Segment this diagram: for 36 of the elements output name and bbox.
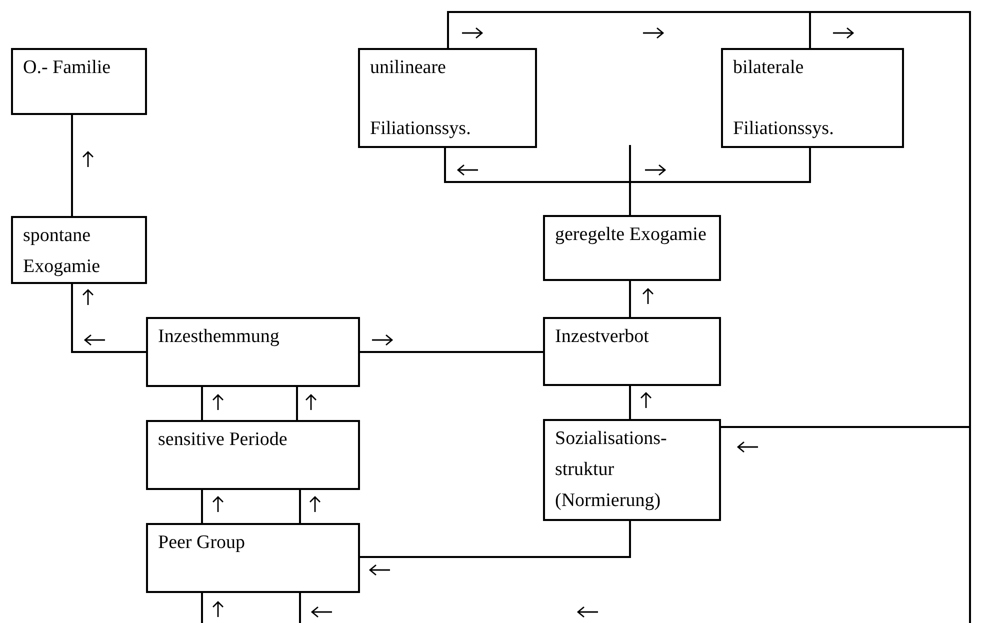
box-label: Peer Group xyxy=(158,531,246,555)
box-label: bilaterale xyxy=(733,56,805,80)
box-label: Inzestverbot xyxy=(555,325,650,349)
connector-line xyxy=(629,144,811,216)
connector-line xyxy=(629,281,631,317)
concept-box xyxy=(146,420,360,490)
box-label: O.- Familie xyxy=(23,56,112,80)
connector-line xyxy=(299,490,301,523)
connector-line xyxy=(721,11,971,428)
concept-box xyxy=(358,48,537,148)
connector-line xyxy=(201,490,203,523)
box-label: Sozialisations- struktur (Normierung) xyxy=(555,427,668,513)
box-label: Inzesthemmung xyxy=(158,325,280,349)
box-label: Filiationssys. xyxy=(733,117,835,141)
connector-line xyxy=(71,115,73,216)
connector-line xyxy=(629,386,631,419)
box-label: Filiationssys. xyxy=(370,117,472,141)
concept-box xyxy=(543,419,721,521)
concept-box xyxy=(11,216,147,284)
connector-line xyxy=(360,351,543,353)
concept-box xyxy=(11,48,147,115)
concept-box xyxy=(543,215,721,281)
concept-box xyxy=(146,523,360,593)
box-label: unilineare xyxy=(370,56,447,80)
connector-line xyxy=(201,387,203,420)
connector-line xyxy=(296,387,298,420)
box-label: geregelte Exogamie xyxy=(555,223,708,247)
box-label: sensitive Periode xyxy=(158,428,288,452)
connector-line xyxy=(71,284,146,353)
box-label: spontane Exogamie xyxy=(23,224,102,279)
concept-box xyxy=(543,317,721,386)
concept-box xyxy=(721,48,904,148)
concept-box xyxy=(146,317,360,387)
connector-line xyxy=(201,593,203,623)
connector-line xyxy=(360,521,631,558)
connector-line xyxy=(299,11,971,623)
